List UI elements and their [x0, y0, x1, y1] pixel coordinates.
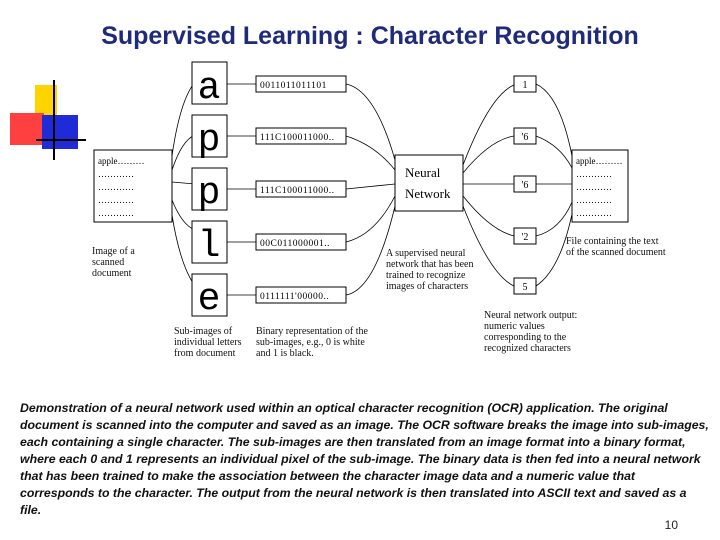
binary-1: 0011011011101 [260, 81, 327, 91]
label-outputs: Neural network output: numeric values co… [484, 310, 578, 354]
page-number: 10 [664, 518, 678, 532]
network-to-output-lines [462, 84, 515, 287]
binary-2: 111C100011000.. [260, 133, 335, 143]
output-doc-text: apple……… [576, 156, 623, 166]
svg-text:…………: ………… [98, 182, 134, 192]
slide-title: Supervised Learning : Character Recognit… [101, 22, 639, 50]
network-label-1: Neural [405, 165, 441, 180]
network-label-2: Network [405, 186, 451, 201]
output-values: 1 '6 '6 '2 5 [513, 75, 537, 295]
svg-text:…………: ………… [98, 169, 134, 179]
output-value-2: '6 [522, 132, 529, 143]
binary-boxes: 0011011011101 111C100011000.. 111C100011… [255, 75, 347, 304]
char-image-3: p [198, 172, 221, 215]
input-document: apple……… ………… ………… ………… ………… [93, 149, 173, 223]
label-sub-images: Sub-images of individual letters from do… [174, 326, 242, 359]
neural-network: Neural Network [394, 154, 464, 212]
output-value-1: 1 [523, 80, 528, 91]
svg-text:…………: ………… [98, 195, 134, 205]
output-document: apple……… ………… ………… ………… ………… [571, 149, 629, 223]
binary-to-network-lines [345, 83, 396, 296]
label-scanned-doc: Image of a scanned document [92, 246, 135, 279]
logo-blue-square [42, 115, 78, 149]
char-image-1: a [198, 67, 221, 110]
char-to-binary-arrows [227, 83, 256, 296]
binary-3: 111C100011000.. [260, 186, 335, 196]
svg-text:…………: ………… [98, 208, 134, 218]
output-to-file-lines [535, 83, 573, 287]
char-image-2: p [198, 119, 221, 162]
binary-5: 0111111'00000.. [260, 292, 329, 302]
input-doc-text: apple……… [98, 156, 145, 166]
ocr-diagram: apple……… ………… ………… ………… ………… a p p l e [93, 61, 629, 321]
slide-caption: Demonstration of a neural network used w… [20, 401, 709, 517]
label-binary: Binary representation of the sub-images,… [256, 326, 368, 359]
svg-text:…………: ………… [576, 169, 612, 179]
label-output-file: File containing the text of the scanned … [566, 236, 666, 258]
char-image-4: l [198, 225, 221, 268]
output-value-5: 5 [523, 282, 528, 293]
svg-text:…………: ………… [576, 195, 612, 205]
binary-4: 00C011000001.. [260, 239, 330, 249]
logo-yellow-square [35, 85, 57, 115]
svg-text:…………: ………… [576, 208, 612, 218]
label-network: A supervised neural network that has bee… [386, 248, 474, 292]
decorative-logo [10, 80, 86, 160]
output-value-3: '6 [522, 180, 529, 191]
output-value-4: '2 [522, 232, 529, 243]
char-image-5: e [198, 278, 221, 321]
character-images: a p p l e [191, 61, 228, 321]
svg-text:…………: ………… [576, 182, 612, 192]
